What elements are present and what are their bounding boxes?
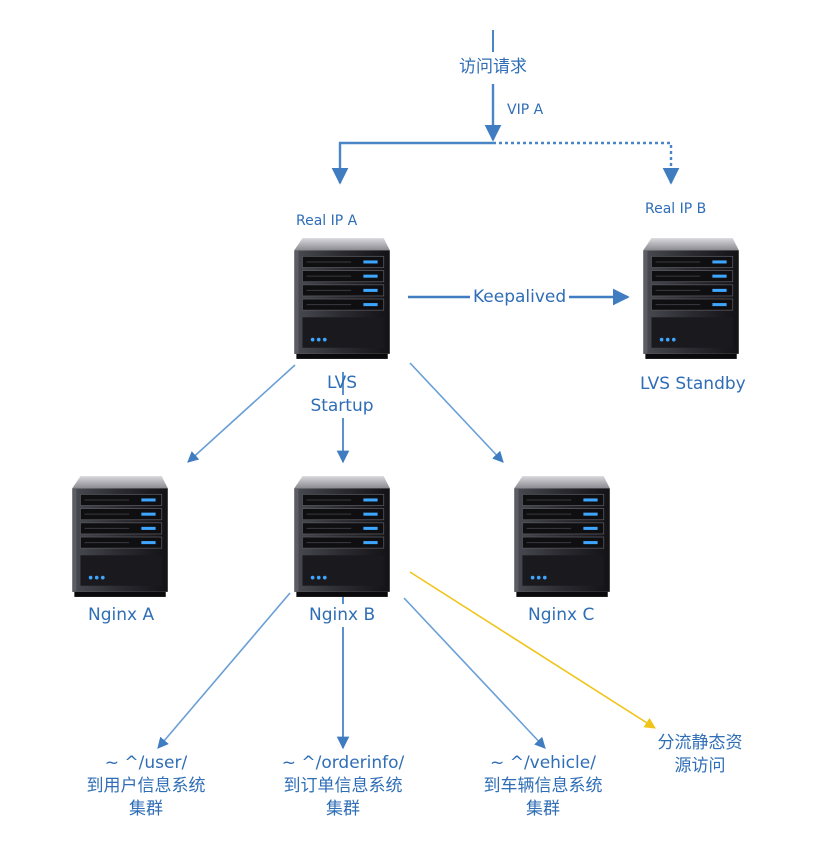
vip-label: VIP A xyxy=(507,102,544,118)
static-resource-label: 分流静态资 源访问 xyxy=(640,732,760,778)
route-user-cluster: 集群 xyxy=(129,798,163,819)
nginx-c-server-icon xyxy=(513,475,611,598)
static-resource-line-2: 源访问 xyxy=(674,755,726,776)
nginx-b-label: Nginx B xyxy=(306,604,379,627)
lvs-startup-label-line-2: Startup xyxy=(302,394,382,418)
static-resource-arrow xyxy=(409,571,656,729)
route-user-label: ~ ^/user/ 到用户信息系统 集群 xyxy=(66,752,226,821)
nginx-b-server-icon xyxy=(293,475,391,598)
real-ip-a-label: Real IP A xyxy=(296,213,358,229)
static-resource-line-1: 分流静态资 xyxy=(657,733,743,753)
nginx-a-server-icon xyxy=(71,475,169,598)
route-vehicle-arrow xyxy=(403,597,546,749)
keepalived-label: Keepalived xyxy=(470,286,570,309)
lvs-startup-server-icon xyxy=(293,237,391,360)
vip-to-real-ip-a-arrow xyxy=(331,141,493,185)
route-user-pattern: ~ ^/user/ xyxy=(104,753,188,773)
request-label: 访问请求 xyxy=(456,56,530,79)
nginx-a-label: Nginx A xyxy=(88,605,155,625)
route-order-target: 到订单信息系统 xyxy=(283,775,403,796)
route-vehicle-pattern: ~ ^/vehicle/ xyxy=(490,753,596,773)
real-ip-b-label: Real IP B xyxy=(645,201,707,217)
lvs-startup-label: LVS Startup xyxy=(302,372,382,418)
route-user-arrow xyxy=(157,592,291,749)
route-order-pattern: ~ ^/orderinfo/ xyxy=(281,753,405,773)
lvs-startup-label-line-1: LVS xyxy=(326,373,358,393)
route-order-label: ~ ^/orderinfo/ 到订单信息系统 集群 xyxy=(263,752,423,821)
lvs-standby-server-icon xyxy=(642,237,740,360)
route-vehicle-cluster: 集群 xyxy=(526,798,560,819)
lvs-standby-label: LVS Standby xyxy=(640,374,746,394)
route-vehicle-label: ~ ^/vehicle/ 到车辆信息系统 集群 xyxy=(463,752,623,821)
route-user-target: 到用户信息系统 xyxy=(86,775,206,796)
lvs-to-nginx-a-arrow xyxy=(187,364,296,463)
vip-to-real-ip-b-arrow xyxy=(493,141,680,185)
nginx-c-label: Nginx C xyxy=(528,605,595,625)
lvs-to-nginx-c-arrow xyxy=(409,362,504,463)
route-order-cluster: 集群 xyxy=(326,798,360,819)
route-vehicle-target: 到车辆信息系统 xyxy=(483,775,603,796)
